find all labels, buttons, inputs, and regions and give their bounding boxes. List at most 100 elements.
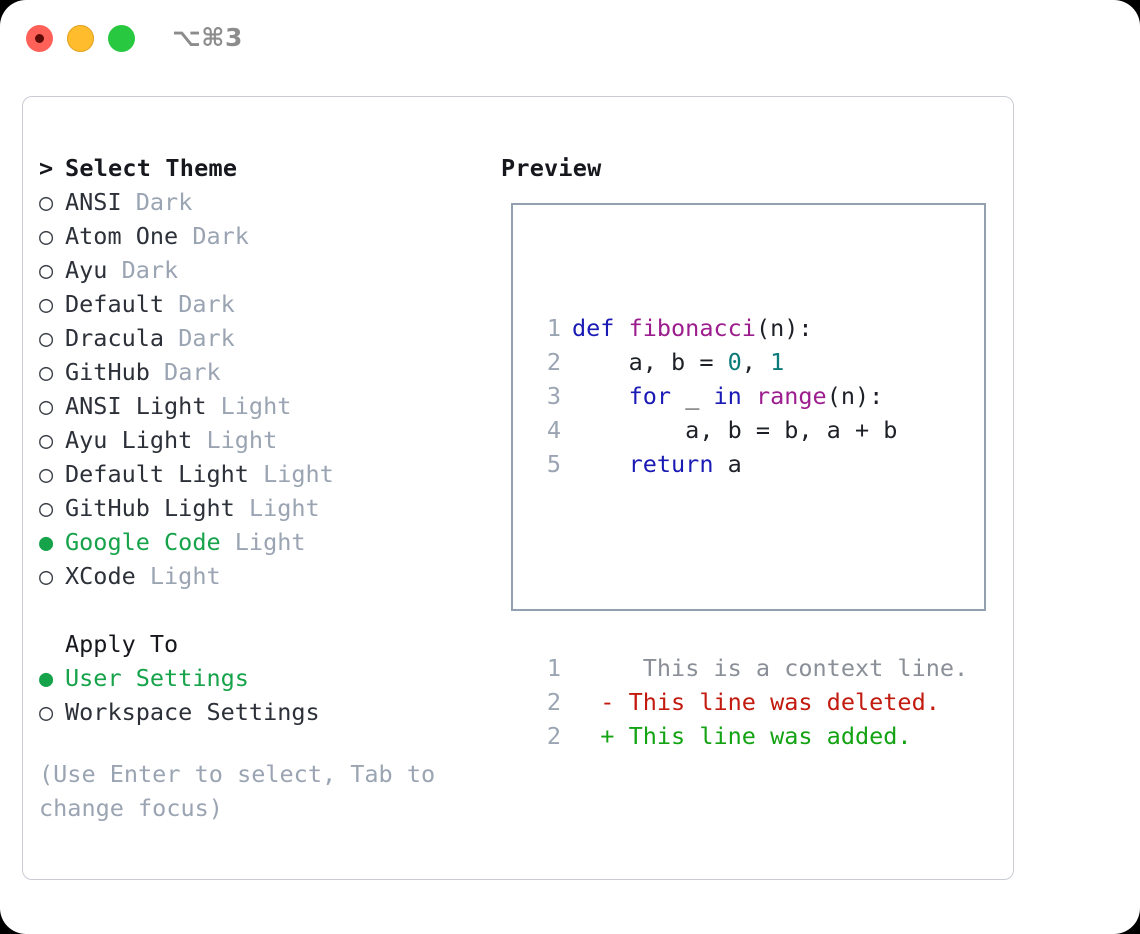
code-token: (n):	[755, 314, 813, 342]
preview-header: Preview	[501, 151, 601, 185]
theme-option-row[interactable]: ○ Ayu Light Light	[39, 423, 469, 457]
theme-option-variant: Dark	[178, 290, 235, 318]
list-spacer	[39, 593, 469, 627]
theme-list-title: Select Theme	[65, 154, 238, 182]
radio-unselected-icon[interactable]: ○	[39, 698, 54, 726]
theme-option-variant: Dark	[121, 256, 179, 284]
theme-option-row[interactable]: ○XCode Light	[39, 559, 469, 593]
theme-option-variant: Dark	[135, 188, 193, 216]
theme-option-name: GitHub	[65, 358, 165, 386]
radio-unselected-icon[interactable]: ○	[39, 562, 54, 590]
theme-option-name: Ayu Light	[65, 426, 207, 454]
dialog-card: >Select Theme ○ANSI Dark○Atom One Dark○A…	[22, 96, 1014, 880]
theme-option-row[interactable]: ○ ANSI Dark	[39, 185, 469, 219]
code-token	[572, 447, 629, 481]
code-token: _	[671, 382, 714, 410]
code-line-number: 4	[546, 416, 561, 444]
code-token: in	[713, 382, 742, 410]
apply-to-header: Apply To	[39, 627, 469, 661]
theme-option-row[interactable]: ○ GitHub Dark	[39, 355, 469, 389]
radio-unselected-icon[interactable]: ○	[39, 324, 54, 352]
theme-option-variant: Light	[263, 460, 334, 488]
apply-to-option-row[interactable]: ●User Settings	[39, 661, 469, 695]
radio-unselected-icon[interactable]: ○	[39, 392, 54, 420]
code-line: 4 a, b = b, a + b	[535, 413, 968, 447]
code-token: (n):	[826, 382, 884, 410]
code-line: 5 return a	[535, 447, 968, 481]
theme-option-row[interactable]: ○ GitHub Light Light	[39, 491, 469, 525]
apply-to-title: Apply To	[65, 630, 179, 658]
code-token: fibonacci	[628, 314, 756, 342]
code-line: 2 a, b = 0, 1	[535, 345, 968, 379]
radio-unselected-icon[interactable]: ○	[39, 290, 54, 318]
theme-option-variant: Light	[206, 426, 278, 454]
zoom-window-button[interactable]	[108, 25, 135, 52]
radio-unselected-icon[interactable]: ○	[39, 426, 54, 454]
theme-option-name: GitHub Light	[65, 494, 249, 522]
radio-unselected-icon[interactable]: ○	[39, 256, 54, 284]
apply-to-option-label: Workspace Settings	[65, 698, 320, 726]
radio-unselected-icon[interactable]: ○	[39, 222, 54, 250]
theme-option-variant: Light	[234, 528, 306, 556]
radio-unselected-icon[interactable]: ○	[39, 460, 54, 488]
diff-lines-group: 1 This is a context line.2 - This line w…	[535, 651, 968, 753]
theme-option-name: Ayu	[65, 256, 122, 284]
theme-option-row[interactable]: ○Dracula Dark	[39, 321, 469, 355]
theme-option-variant: Light	[248, 494, 320, 522]
theme-options-group: ○ ANSI Dark ○ Atom One Dark ○ Ayu Dark ○ Defaul…	[39, 185, 469, 593]
theme-list-panel: >Select Theme ○ANSI Dark○Atom One Dark○A…	[39, 151, 469, 729]
code-token: ,	[741, 348, 771, 376]
radio-unselected-icon[interactable]: ○	[39, 494, 54, 522]
diff-line: 2 - This line was deleted.	[535, 685, 968, 719]
theme-option-name: Atom One	[65, 222, 193, 250]
theme-option-row[interactable]: ●Google Code Light	[39, 525, 469, 559]
window-controls	[26, 25, 135, 52]
radio-unselected-icon[interactable]: ○	[39, 188, 54, 216]
diff-line-number: 1	[546, 654, 561, 682]
code-line-number: 5	[546, 450, 561, 478]
apply-to-marker-spacer	[39, 627, 65, 661]
diff-line: 2 + This line was added.	[535, 719, 968, 753]
diff-line: 1 This is a context line.	[535, 651, 968, 685]
close-window-button[interactable]	[26, 25, 53, 52]
theme-option-name: ANSI	[65, 188, 136, 216]
diff-line-number: 2	[546, 722, 561, 750]
code-token: a, b = b, a + b	[572, 416, 898, 444]
theme-option-name: Default	[65, 290, 179, 318]
code-line-number: 1	[546, 314, 561, 342]
diff-text: This is a context line.	[614, 654, 969, 682]
diff-marker: -	[572, 688, 615, 716]
code-token	[572, 379, 629, 413]
theme-option-row[interactable]: ○ Default Dark	[39, 287, 469, 321]
theme-list-header: > Select Theme	[39, 151, 469, 185]
theme-option-row[interactable]: ○ Ayu Dark	[39, 253, 469, 287]
theme-option-row[interactable]: ○ Default Light Light	[39, 457, 469, 491]
theme-option-row[interactable]: ○ANSI Light Light	[39, 389, 469, 423]
code-token: def	[572, 314, 629, 342]
theme-option-variant: Dark	[164, 358, 221, 386]
radio-unselected-icon[interactable]: ○	[39, 358, 54, 386]
code-line-number: 2	[546, 348, 561, 376]
minimize-window-button[interactable]	[67, 25, 94, 52]
code-token	[742, 379, 756, 413]
theme-option-row[interactable]: ○ Atom One Dark	[39, 219, 469, 253]
apply-to-option-row[interactable]: ○ Workspace Settings	[39, 695, 469, 729]
keyboard-shortcut-label: ⌥⌘3	[172, 23, 243, 52]
diff-text: This line was deleted.	[614, 688, 940, 716]
keyboard-hint-text: (Use Enter to select, Tab to change focu…	[39, 760, 450, 822]
theme-option-name: XCode	[65, 562, 150, 590]
diff-marker: +	[572, 722, 615, 750]
theme-option-variant: Dark	[192, 222, 249, 250]
radio-selected-icon[interactable]: ●	[39, 664, 54, 692]
theme-option-variant: Dark	[178, 324, 235, 352]
radio-selected-icon[interactable]: ●	[39, 528, 54, 556]
prompt-caret-icon: >	[39, 154, 54, 182]
code-token: a, b =	[572, 348, 728, 376]
theme-option-name: Default Light	[65, 460, 264, 488]
preview-title: Preview	[501, 154, 602, 182]
code-token: for	[628, 382, 672, 410]
diff-line-number: 2	[546, 688, 561, 716]
code-line-number: 3	[546, 382, 561, 410]
